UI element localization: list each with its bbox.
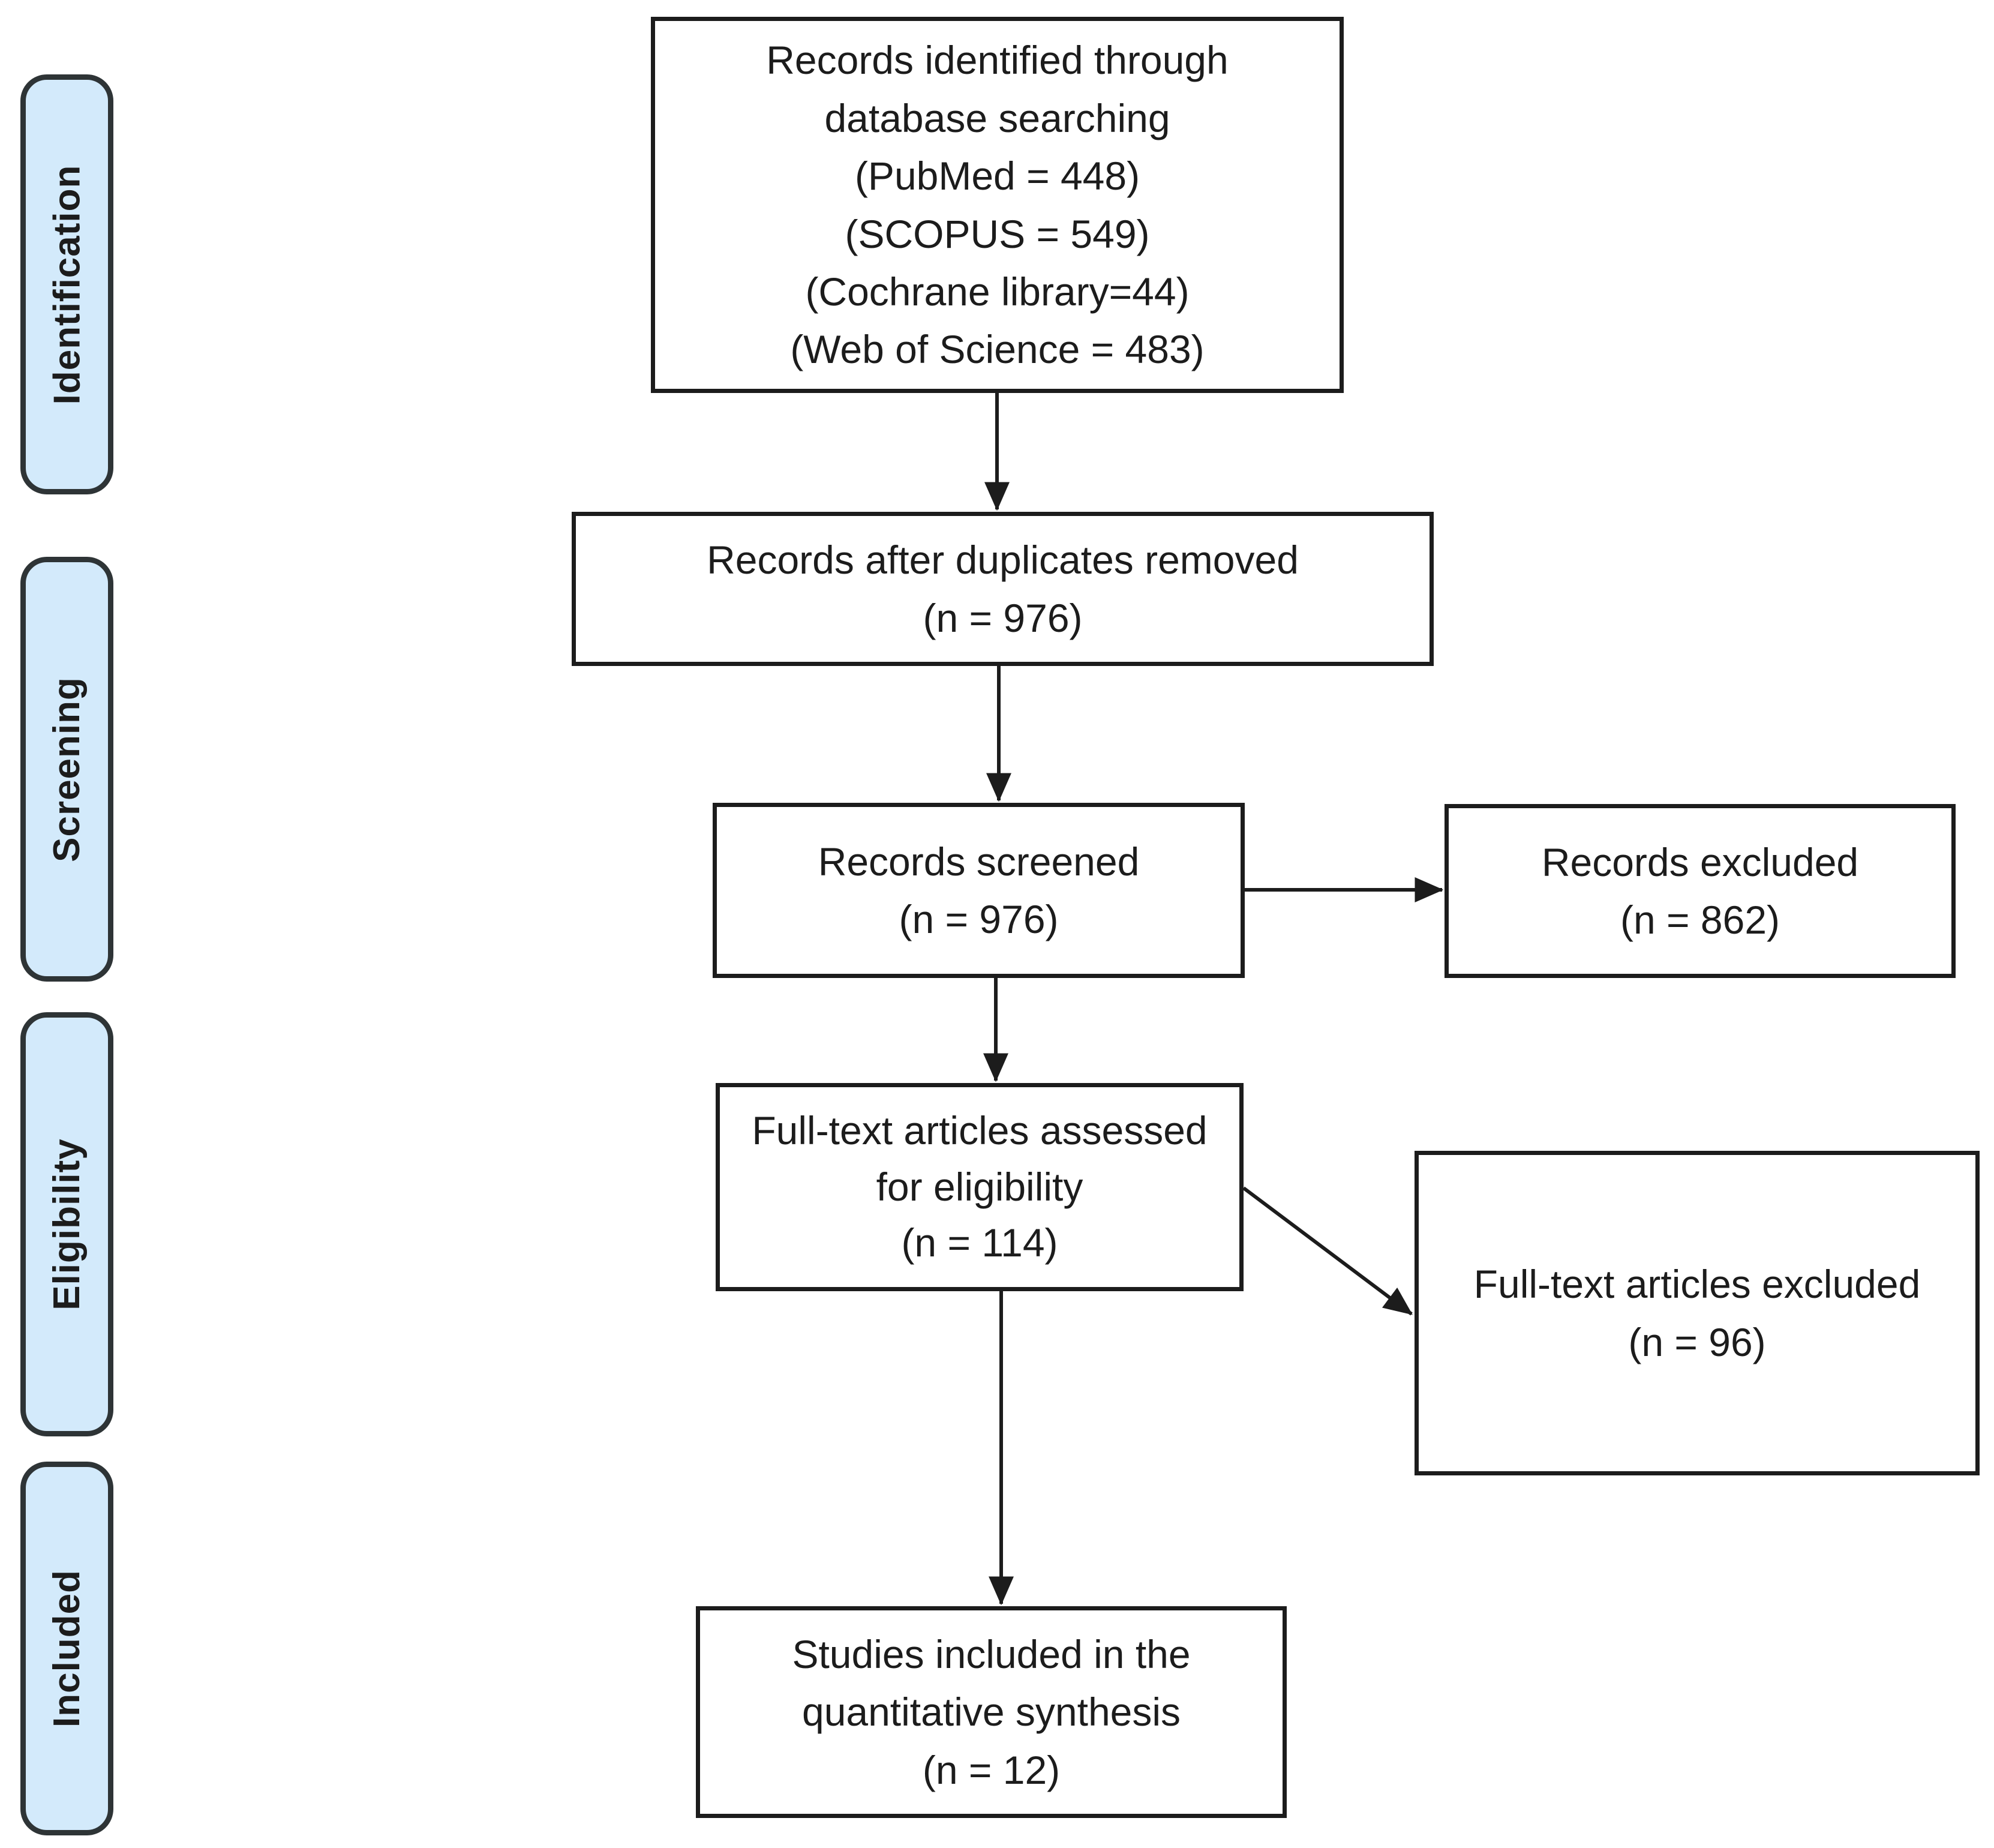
box-line: (SCOPUS = 549) [845, 211, 1150, 256]
box-line: database searching [824, 95, 1170, 140]
box-line: Records excluded [1541, 839, 1859, 884]
box-line: (n = 976) [899, 897, 1059, 941]
box-line: for eligibility [876, 1164, 1083, 1209]
stage-label-included: Included [20, 1462, 113, 1835]
box-line: (Cochrane library=44) [805, 269, 1190, 314]
box-fulltext-excluded: Full-text articles excluded (n = 96) [1415, 1151, 1980, 1475]
box-line: Full-text articles excluded [1473, 1262, 1921, 1307]
stage-label-screening: Screening [20, 557, 113, 982]
box-records-screened: Records screened (n = 976) [713, 803, 1245, 978]
box-line: (Web of Science = 483) [790, 327, 1205, 372]
box-line: (n = 862) [1620, 898, 1780, 942]
box-line: Records after duplicates removed [707, 538, 1299, 583]
box-line: (n = 114) [901, 1220, 1058, 1265]
box-records-excluded: Records excluded (n = 862) [1445, 804, 1956, 978]
box-duplicates-removed: Records after duplicates removed (n = 97… [572, 512, 1434, 666]
box-line: (PubMed = 448) [854, 154, 1140, 199]
stage-label-identification: Identification [20, 74, 113, 494]
box-line: quantitative synthesis [801, 1690, 1181, 1735]
box-fulltext-assessed: Full-text articles assessed for eligibil… [716, 1083, 1244, 1291]
box-line: (n = 96) [1628, 1319, 1766, 1364]
stage-label-text: Identification [46, 164, 88, 404]
box-line: Full-text articles assessed [752, 1108, 1208, 1153]
stage-label-text: Eligibility [46, 1138, 88, 1310]
arrow-assessed-to-fulltext-excluded [1242, 1186, 1413, 1316]
box-line: (n = 976) [923, 595, 1083, 640]
box-line: Records screened [818, 839, 1140, 884]
box-records-identified: Records identified through database sear… [651, 17, 1344, 393]
box-line: Records identified through [766, 38, 1229, 83]
stage-label-text: Screening [46, 676, 88, 862]
stage-label-eligibility: Eligibility [20, 1012, 113, 1436]
stage-label-text: Included [46, 1570, 88, 1727]
box-line: (n = 12) [922, 1747, 1061, 1792]
box-line: Studies included in the [792, 1631, 1191, 1676]
box-studies-included: Studies included in the quantitative syn… [696, 1606, 1287, 1818]
